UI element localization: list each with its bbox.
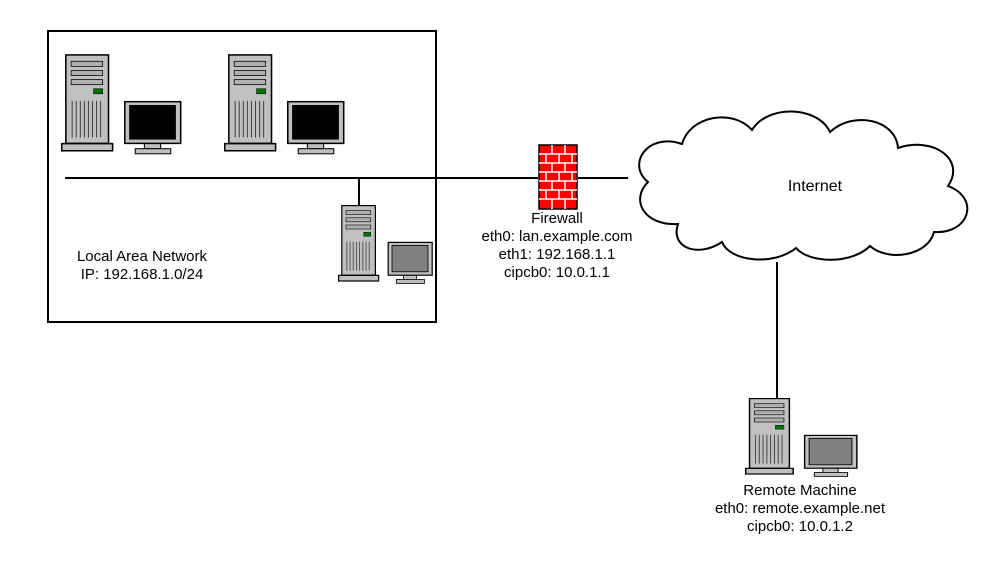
internet-cloud [638, 110, 969, 261]
firewall-title: Firewall [531, 210, 583, 227]
firewall-label: Firewall eth0: lan.example.com eth1: 192… [457, 210, 657, 282]
internet-title: Internet [787, 178, 843, 195]
remote-eth0: eth0: remote.example.net [714, 500, 886, 517]
lan-title: Local Area Network [76, 248, 208, 265]
remote-label: Remote Machine eth0: remote.example.net … [690, 482, 910, 536]
lan-box [47, 30, 437, 323]
firewall-mortar-lines [539, 145, 577, 209]
remote-workstation-icon [745, 398, 858, 478]
remote-cipcb0: cipcb0: 10.0.1.2 [747, 518, 853, 535]
firewall-internet-link-line [578, 177, 628, 179]
cloud-outline [638, 110, 969, 261]
firewall-eth1: eth1: 192.168.1.1 [498, 246, 616, 263]
workstation-1-icon [61, 54, 182, 155]
firewall-cipcb0: cipcb0: 10.0.1.1 [504, 264, 610, 281]
internet-label: Internet [745, 178, 885, 196]
firewall-eth0: eth0: lan.example.com [481, 228, 633, 245]
internet-remote-link-line [776, 262, 778, 400]
workstation-3-icon [338, 205, 433, 284]
firewall-icon [538, 144, 578, 210]
lan-label: Local Area Network IP: 192.168.1.0/24 [47, 248, 237, 284]
lan-bus-line [65, 177, 538, 179]
remote-title: Remote Machine [743, 482, 857, 499]
lan-ip: IP: 192.168.1.0/24 [80, 266, 204, 283]
workstation-2-icon [224, 54, 345, 155]
workstation3-drop-line [358, 179, 360, 207]
